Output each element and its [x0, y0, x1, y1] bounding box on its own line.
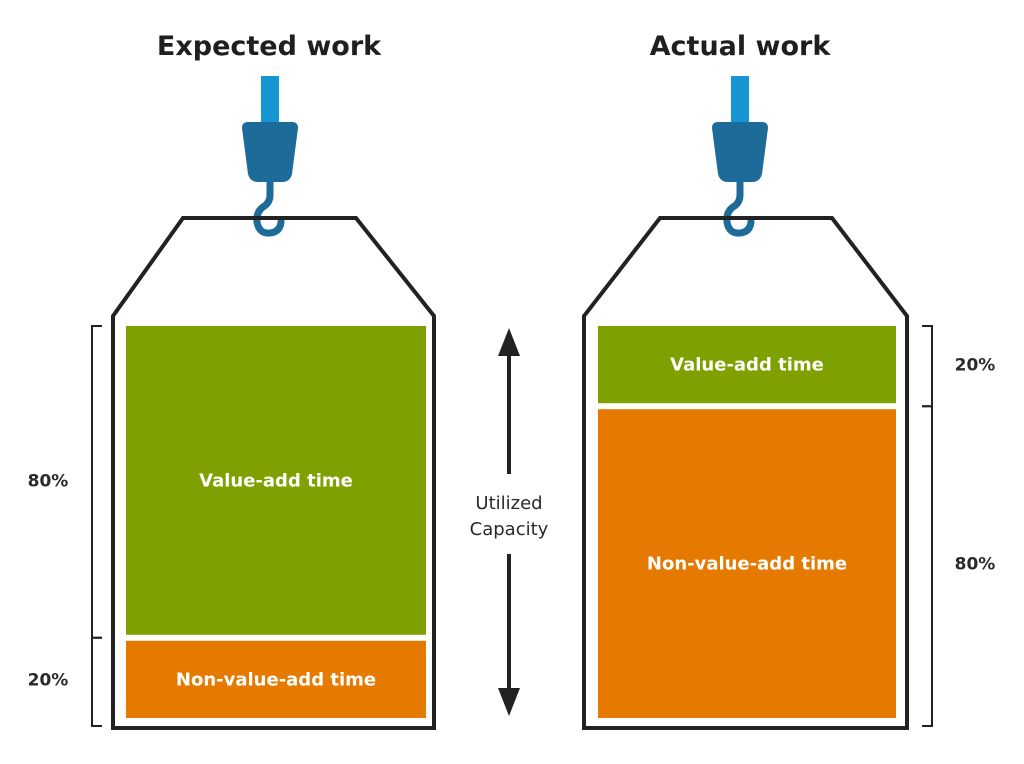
non-value-add-label: Non-value-add time: [176, 669, 376, 690]
value-add-percent: 20%: [955, 356, 996, 376]
value-add-bracket: [922, 325, 933, 408]
value-add-segment: [598, 326, 896, 404]
arrow-down-icon: [498, 688, 520, 716]
hanger-icon: [712, 76, 768, 237]
strap: [261, 76, 279, 126]
non-value-add-segment: [598, 409, 896, 718]
non-value-add-segment: [126, 640, 426, 718]
hook: [723, 178, 755, 237]
value-add-bracket: [91, 325, 102, 639]
clamp: [242, 122, 298, 182]
strap: [731, 76, 749, 126]
arrow-up-icon: [498, 328, 520, 356]
actual-work-title: Actual work: [650, 31, 832, 62]
expected-work-title: Expected work: [157, 31, 382, 62]
hanger-icon: [242, 76, 298, 237]
value-add-percent: 80%: [28, 471, 69, 491]
capacity-label: Capacity: [470, 519, 549, 540]
clamp: [712, 122, 768, 182]
tag-outline: [111, 216, 436, 730]
actual-work-tag: Actual work Value-add time Non-value-add…: [582, 31, 996, 730]
value-add-label: Value-add time: [199, 470, 353, 491]
non-value-add-bracket: [922, 405, 933, 727]
hook: [253, 178, 285, 237]
utilized-capacity-arrow: Utilized Capacity: [470, 328, 549, 716]
value-add-label: Value-add time: [670, 355, 824, 376]
non-value-add-bracket: [91, 636, 102, 727]
utilized-label: Utilized: [475, 493, 542, 514]
value-add-segment: [126, 326, 426, 635]
expected-work-tag: Expected work Value-add time Non-value-a…: [28, 31, 436, 730]
non-value-add-percent: 20%: [28, 670, 69, 690]
non-value-add-label: Non-value-add time: [647, 554, 847, 575]
non-value-add-percent: 80%: [955, 555, 996, 575]
tag-outline: [582, 216, 909, 730]
